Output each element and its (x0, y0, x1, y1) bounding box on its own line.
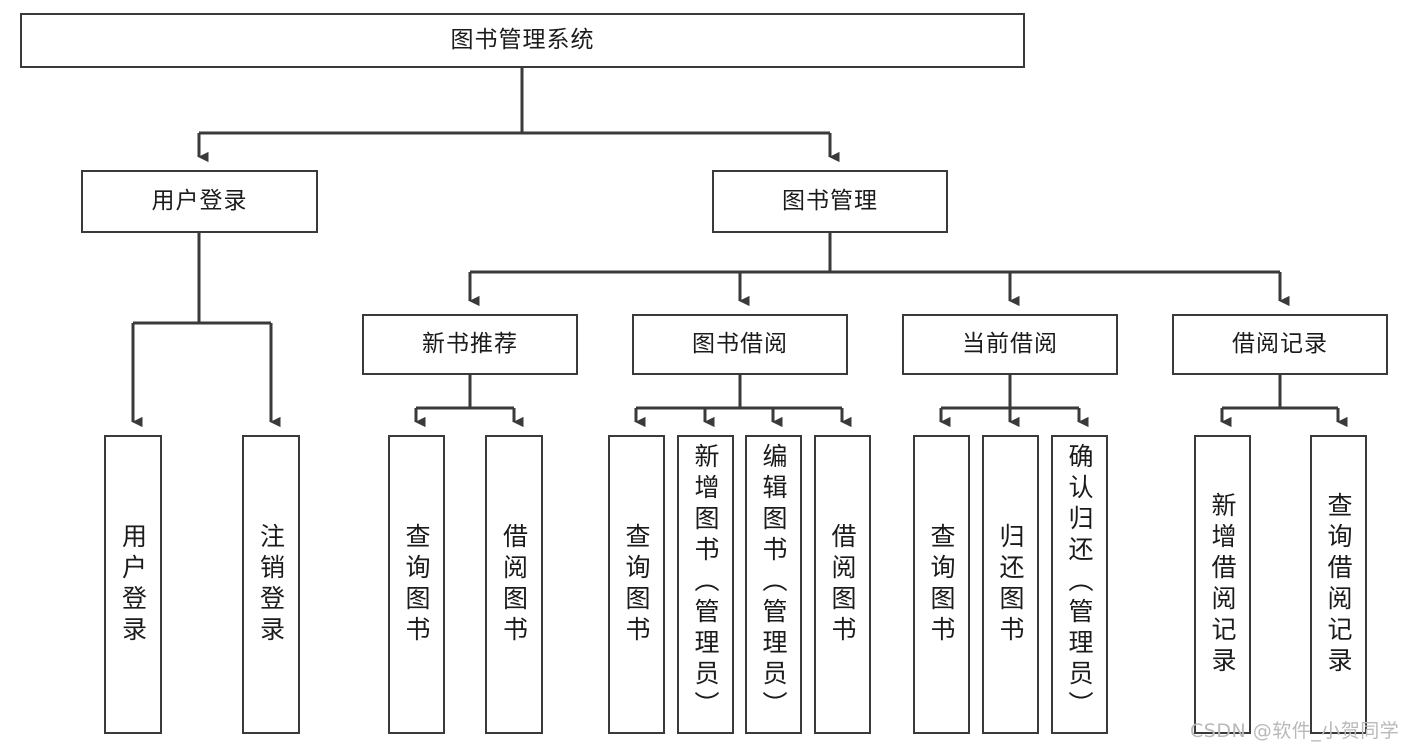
node-label: 归还图书 (996, 522, 1025, 647)
node-root-system[interactable]: 图书管理系统 (20, 13, 1025, 68)
node-label: 查询图书 (927, 522, 956, 647)
node-borrow-record[interactable]: 借阅记录 (1172, 314, 1388, 375)
node-label: 新书推荐 (422, 330, 518, 357)
watermark-text: CSDN @软件_小贺同学 (1190, 720, 1400, 742)
node-label: 当前借阅 (962, 330, 1058, 357)
leaf-book-borrow-edit[interactable]: 编辑图书（管理员） (745, 435, 802, 734)
node-label: 借阅记录 (1232, 330, 1328, 357)
node-label: 用户登录 (118, 522, 148, 647)
leaf-current-borrow-return[interactable]: 归还图书 (982, 435, 1039, 734)
node-label: 用户登录 (151, 187, 248, 214)
node-label: 确认归还（管理员） (1065, 443, 1094, 722)
node-book-borrow[interactable]: 图书借阅 (632, 314, 848, 375)
leaf-new-book-borrow[interactable]: 借阅图书 (485, 435, 543, 734)
node-label: 借阅图书 (499, 522, 529, 647)
node-label: 借阅图书 (828, 522, 857, 647)
node-label: 注销登录 (256, 522, 286, 647)
node-label: 新增借阅记录 (1208, 491, 1237, 678)
leaf-borrow-record-add[interactable]: 新增借阅记录 (1194, 435, 1251, 734)
leaf-user-login-login[interactable]: 用户登录 (104, 435, 162, 734)
node-label: 查询图书 (402, 522, 431, 647)
leaf-book-borrow-query[interactable]: 查询图书 (608, 435, 665, 734)
node-label: 图书管理系统 (450, 26, 595, 53)
node-book-management[interactable]: 图书管理 (712, 170, 948, 233)
node-label: 编辑图书（管理员） (759, 443, 788, 722)
leaf-current-borrow-query[interactable]: 查询图书 (913, 435, 970, 734)
node-current-borrow[interactable]: 当前借阅 (902, 314, 1118, 375)
node-label: 新增图书（管理员） (691, 443, 720, 722)
leaf-book-borrow-borrow[interactable]: 借阅图书 (814, 435, 871, 734)
node-new-book-recommend[interactable]: 新书推荐 (362, 314, 578, 375)
node-label: 查询借阅记录 (1324, 491, 1353, 678)
leaf-book-borrow-add[interactable]: 新增图书（管理员） (677, 435, 734, 734)
leaf-borrow-record-query[interactable]: 查询借阅记录 (1310, 435, 1367, 734)
node-label: 图书借阅 (692, 330, 788, 357)
leaf-current-borrow-confirm-return[interactable]: 确认归还（管理员） (1051, 435, 1108, 734)
node-label: 查询图书 (622, 522, 651, 647)
leaf-new-book-query[interactable]: 查询图书 (388, 435, 445, 734)
node-label: 图书管理 (782, 187, 878, 214)
leaf-user-login-logout[interactable]: 注销登录 (242, 435, 300, 734)
node-user-login[interactable]: 用户登录 (81, 170, 318, 233)
